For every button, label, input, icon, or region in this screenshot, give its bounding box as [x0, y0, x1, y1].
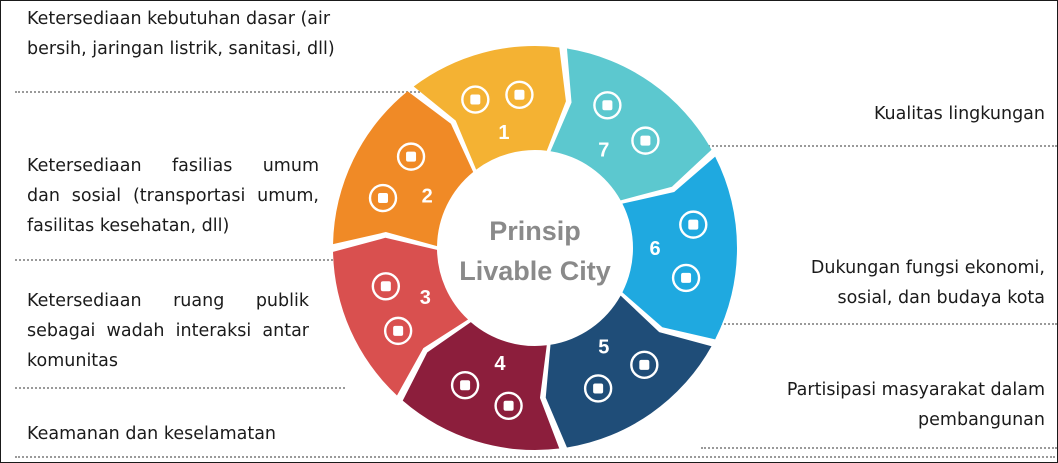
- wheat-icon: [505, 80, 534, 109]
- segment-number-5: 5: [598, 336, 609, 358]
- crowd-icon: [583, 374, 613, 403]
- segment-number-2: 2: [422, 185, 433, 207]
- segment-number-6: 6: [649, 238, 660, 260]
- wheel-segment-5: [545, 295, 712, 448]
- label-safety: Keamanan dan keselamatan: [27, 424, 277, 444]
- segment-number-3: 3: [420, 287, 431, 309]
- center-circle: [448, 161, 622, 335]
- hospital-icon: [396, 142, 426, 171]
- label-basic-needs: Ketersediaan kebutuhan dasar (air bersih…: [27, 9, 335, 59]
- houses-icon: [461, 85, 490, 114]
- segment-number-7: 7: [598, 140, 609, 162]
- wheel-segment-3: [333, 237, 469, 396]
- hand-shield-icon: [450, 371, 480, 400]
- wheel-segment-4: [402, 322, 560, 450]
- wheel-segment-2: [333, 91, 474, 247]
- separator-line: [701, 447, 1057, 449]
- water-hand-icon: [631, 126, 660, 155]
- segment-number-1: 1: [498, 122, 509, 144]
- wheel-segment-6: [622, 156, 738, 340]
- globe-leaf-icon: [593, 91, 622, 120]
- separator-line: [15, 91, 455, 93]
- segment-number-4: 4: [494, 353, 506, 375]
- separator-line: [15, 259, 345, 261]
- segment-icons: [368, 80, 708, 421]
- lightbulb-gear-icon: [630, 350, 659, 380]
- separator-line: [15, 387, 345, 389]
- separator-line: [15, 456, 1055, 458]
- community-tree-icon: [371, 272, 401, 301]
- money-growth-icon: [679, 210, 708, 239]
- label-public-facilities: Ketersediaan fasilias umum dan sosial (t…: [27, 156, 319, 236]
- label-public-space: Ketersediaan ruang publik sebagai wadah …: [27, 291, 309, 371]
- wheel-segments: [333, 46, 738, 450]
- label-economy: Dukungan fungsi ekonomi, sosial, dan bud…: [810, 258, 1045, 308]
- segment-numbers: 1 7 6 5 4 3 2: [420, 122, 661, 375]
- wheel-segment-1: [413, 46, 566, 170]
- people-bus-stop-icon: [368, 183, 398, 213]
- center-title-line2: Livable City: [459, 256, 611, 286]
- center-title-line1: Prinsip: [489, 216, 581, 246]
- wheel-segment-7: [550, 48, 712, 201]
- label-participation: Partisipasi masyarakat dalam pembangunan: [786, 380, 1045, 430]
- label-environment: Kualitas lingkungan: [873, 104, 1045, 124]
- separator-line: [701, 145, 1057, 147]
- shield-person-icon: [494, 391, 523, 421]
- separator-line: [701, 323, 1057, 325]
- meeting-table-icon: [383, 316, 413, 346]
- theater-masks-icon: [671, 263, 701, 293]
